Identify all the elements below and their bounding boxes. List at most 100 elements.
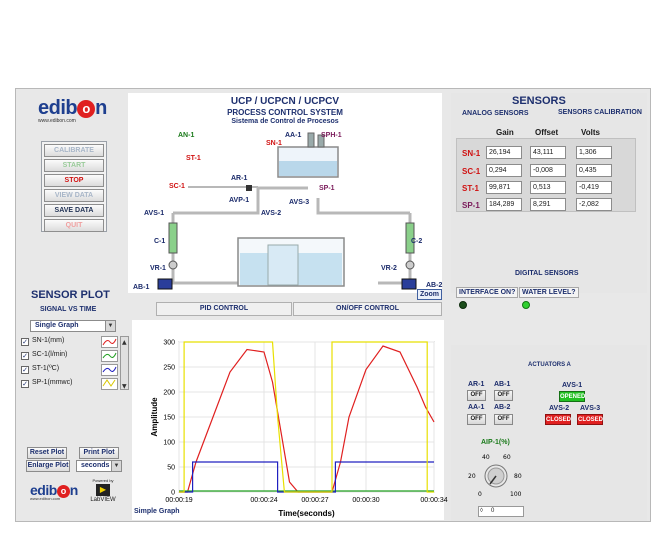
legend-row[interactable]: ✓ SP-1(mmwc): [21, 379, 73, 388]
x-tick-label: 00:00:27: [301, 497, 328, 504]
row-sp1: SP-1: [462, 201, 480, 210]
enlarge-plot-button[interactable]: Enlarge Plot: [26, 460, 70, 472]
aip1-value-field[interactable]: ◊ 0: [478, 506, 524, 517]
stepper-icon[interactable]: ◊: [480, 508, 483, 514]
process-schematic: [157, 132, 417, 290]
svg-text:▼: ▼: [122, 383, 127, 390]
process-diagram: UCP / UCPCN / UCPCV PROCESS CONTROL SYST…: [128, 93, 442, 293]
ab1-toggle[interactable]: OFF: [494, 390, 513, 401]
sn1-gain[interactable]: 26,194: [486, 146, 522, 159]
labview-badge: Powered by ▶ LabVIEW: [90, 478, 116, 503]
y-tick-label: 200: [163, 390, 175, 397]
tab-onoff-control[interactable]: ON/OFF CONTROL: [293, 302, 442, 316]
signal-vs-time-label: SIGNAL VS TIME: [40, 306, 97, 313]
st1-volts: -0,419: [576, 181, 612, 194]
interface-on-led: [459, 301, 467, 309]
y-tick-label: 250: [163, 365, 175, 372]
label-sph1: SPH-1: [321, 132, 342, 139]
aip1-knob[interactable]: 0 20 40 60 80 100: [466, 448, 532, 504]
sn1-offset[interactable]: 43,111: [530, 146, 566, 159]
ar1-toggle[interactable]: OFF: [467, 390, 486, 401]
x-axis-label: Time(seconds): [278, 509, 335, 518]
view-data-button[interactable]: VIEW DATA: [44, 189, 104, 202]
quit-button[interactable]: QUIT: [44, 219, 104, 232]
ab2-toggle[interactable]: OFF: [494, 414, 513, 425]
x-tick-label: 00:00:19: [165, 497, 192, 504]
tab-sensors-calibration[interactable]: SENSORS CALIBRATION: [558, 109, 642, 116]
sp1-offset[interactable]: 8,291: [530, 198, 566, 211]
label-sp1: SP-1: [319, 185, 335, 192]
sc1-offset[interactable]: -0,008: [530, 164, 566, 177]
sp1-gain[interactable]: 184,289: [486, 198, 522, 211]
label-c1: C-1: [154, 238, 166, 245]
sc1-volts: 0,435: [576, 164, 612, 177]
checkbox-icon[interactable]: ✓: [21, 380, 29, 388]
label-vr1: VR-1: [150, 265, 166, 272]
zoom-button[interactable]: Zoom: [417, 289, 442, 300]
avs3-toggle[interactable]: CLOSED: [577, 414, 603, 425]
start-button[interactable]: START: [44, 159, 104, 172]
label-ab1: AB-1: [133, 284, 150, 291]
y-tick-label: 50: [167, 465, 175, 472]
legend-row[interactable]: ✓ SC-1(l/min): [21, 351, 68, 360]
svg-text:▲: ▲: [122, 339, 127, 346]
tab-pid-control[interactable]: PID CONTROL: [156, 302, 292, 316]
label-an1: AN-1: [178, 132, 195, 139]
diagram-title: UCP / UCPCN / UCPCV: [230, 96, 340, 107]
col-volts: Volts: [581, 128, 600, 137]
x-tick-label: 00:00:34: [420, 497, 447, 504]
water-level-led: [522, 301, 530, 309]
checkbox-icon[interactable]: ✓: [21, 366, 29, 374]
simple-graph-label: Simple Graph: [134, 508, 180, 515]
svg-text:20: 20: [468, 473, 476, 480]
st1-offset[interactable]: 0,513: [530, 181, 566, 194]
col-offset: Offset: [535, 128, 559, 137]
avs3-label: AVS-3: [580, 405, 601, 412]
control-button-panel: CALIBRATE START STOP VIEW DATA SAVE DATA…: [41, 141, 107, 232]
sc1-gain[interactable]: 0,294: [486, 164, 522, 177]
graph-mode-select[interactable]: Single Graph ▼: [30, 320, 116, 332]
avs2-toggle[interactable]: CLOSED: [545, 414, 571, 425]
row-sc1: SC-1: [462, 167, 481, 176]
chevron-down-icon: ▼: [105, 321, 115, 331]
sp1-volts: -2,082: [576, 198, 612, 211]
svg-text:40: 40: [482, 454, 490, 461]
avs1-toggle[interactable]: OPENED: [559, 391, 585, 402]
label-avs2: AVS-2: [261, 210, 282, 217]
y-tick-label: 100: [163, 440, 175, 447]
chevron-down-icon: ▼: [111, 461, 121, 471]
st1-gain[interactable]: 99,871: [486, 181, 522, 194]
label-sn1: SN-1: [266, 140, 282, 147]
series-line-sp-1: [179, 341, 434, 493]
label-avp1: AVP-1: [229, 197, 250, 204]
label-ab2: AB-2: [426, 282, 443, 289]
row-sn1: SN-1: [462, 149, 481, 158]
label-avs1: AVS-1: [144, 210, 165, 217]
label-sc1: SC-1: [169, 183, 185, 190]
legend-row[interactable]: ✓ SN-1(mm): [21, 337, 65, 346]
print-plot-button[interactable]: Print Plot: [79, 447, 119, 459]
avs1-label: AVS-1: [562, 382, 583, 389]
aa1-toggle[interactable]: OFF: [467, 414, 486, 425]
y-tick-label: 0: [171, 490, 175, 497]
sn1-volts: 1,306: [576, 146, 612, 159]
svg-text:0: 0: [478, 491, 482, 498]
calibrate-button[interactable]: CALIBRATE: [44, 144, 104, 157]
sensor-plot-title: SENSOR PLOT: [31, 289, 110, 301]
sensors-title: SENSORS: [512, 95, 566, 107]
col-gain: Gain: [496, 128, 514, 137]
checkbox-icon[interactable]: ✓: [21, 352, 29, 360]
actuators-panel: [451, 345, 647, 521]
time-units-select[interactable]: seconds ▼: [76, 460, 122, 472]
legend-row[interactable]: ✓ ST-1(ºC): [21, 365, 60, 374]
checkbox-icon[interactable]: ✓: [21, 338, 29, 346]
stop-button[interactable]: STOP: [44, 174, 104, 187]
x-tick-label: 00:00:24: [250, 497, 277, 504]
diagram-subtitle: PROCESS CONTROL SYSTEM: [227, 108, 343, 117]
label-aa1: AA-1: [285, 132, 302, 139]
tab-analog-sensors[interactable]: ANALOG SENSORS: [462, 110, 529, 117]
label-avs3: AVS-3: [289, 199, 310, 206]
save-data-button[interactable]: SAVE DATA: [44, 204, 104, 217]
reset-plot-button[interactable]: Reset Plot: [27, 447, 67, 459]
